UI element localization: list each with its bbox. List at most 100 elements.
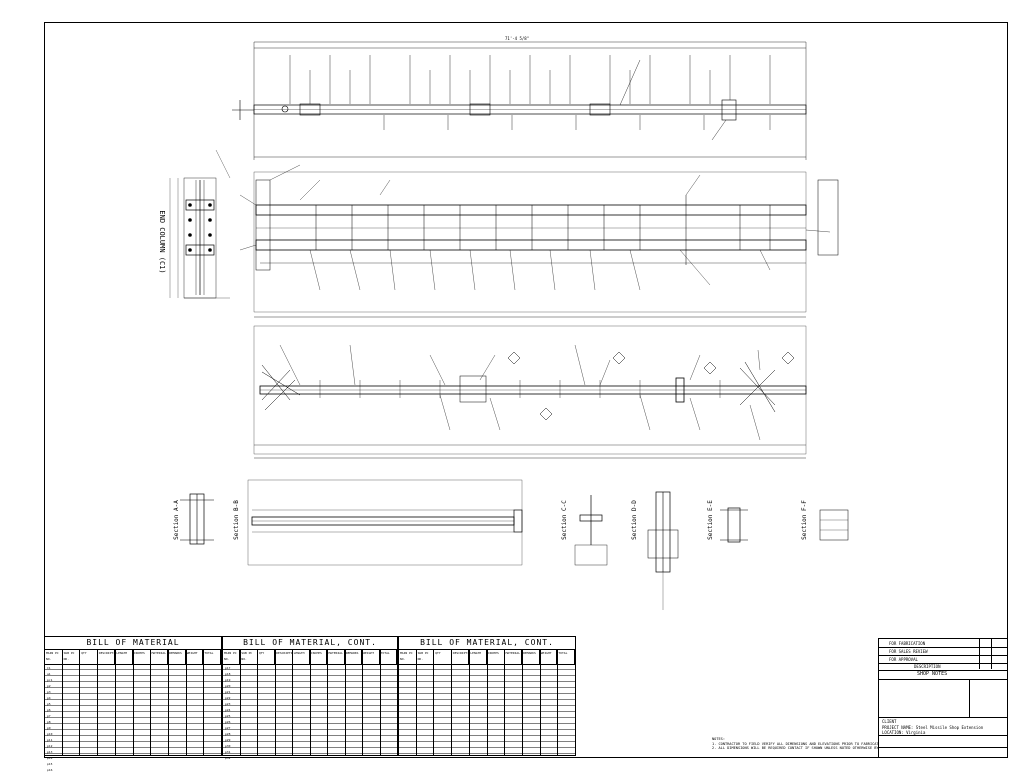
bill-of-material-2: BILL OF MATERIAL, CONT. MAIN PC NO. SUB … xyxy=(222,636,398,760)
bom-row-label: p8 xyxy=(47,720,51,724)
bom-header: INCHES xyxy=(310,650,328,664)
bom-row-label: p2 xyxy=(47,684,51,688)
section-e-label: Section E-E xyxy=(707,500,714,540)
bom-header-row: MAIN PC NO. SUB PC NO. QTY DESCRIPTION L… xyxy=(399,650,575,665)
note-line-1: 1. CONTRACTOR TO FIELD VERIFY ALL DIMENS… xyxy=(712,741,925,746)
end-view-label: END COLUMN (C1) xyxy=(158,210,166,273)
bom-header: QTY xyxy=(258,650,276,664)
bom-header: INCHES xyxy=(487,650,505,664)
bom-row-label: p31 xyxy=(225,750,231,754)
note-line-2: 2. ALL DIMENSIONS WILL BE REQUIRED CONTA… xyxy=(712,746,901,750)
top-overall-dimension: 71'-4 5/8" xyxy=(505,36,529,41)
bom-row-label: p25 xyxy=(225,714,231,718)
bom-header: WEIGHT xyxy=(362,650,380,664)
shop-notes-label: SHOP NOTES xyxy=(917,671,948,677)
bom-header: LENGTH xyxy=(115,650,133,664)
bom-row-label: p4 xyxy=(47,696,51,700)
bom-header-row: MAIN PC NO. SUB PC NO. QTY DESCRIPTION L… xyxy=(45,650,221,665)
general-notes: NOTES: 1. CONTRACTOR TO FIELD VERIFY ALL… xyxy=(712,737,924,751)
revision-2: FOR SALES REVIEW xyxy=(889,649,928,654)
bom-header: DESCRIPTION xyxy=(452,650,470,664)
section-f-label: Section F-F xyxy=(801,500,808,540)
bill-of-material-1: BILL OF MATERIAL MAIN PC NO. SUB PC NO. … xyxy=(44,636,222,772)
bom-header: TOTAL xyxy=(557,650,575,664)
bom-row-label: p19 xyxy=(225,678,231,682)
bom-header: INCHES xyxy=(133,650,151,664)
bom-title: BILL OF MATERIAL, CONT. xyxy=(223,637,397,650)
bom-row-label: p22 xyxy=(225,696,231,700)
bom-row-label: p29 xyxy=(225,738,231,742)
bom-row-label: p10 xyxy=(47,732,53,736)
bom-row-label: p26 xyxy=(225,720,231,724)
section-b-label: Section B-B xyxy=(233,500,240,540)
bom-row-label: pc1 xyxy=(47,678,53,682)
bom-header: REMARKS xyxy=(168,650,186,664)
bom-header-row: MAIN PC NO. SUB PC NO. QTY DESCRIPTION L… xyxy=(223,650,398,665)
bom-row-label: p11 xyxy=(47,738,53,742)
project-name: PROJECT NAME: Steel Missile Shop Extensi… xyxy=(882,725,984,730)
bom-header: LENGTH xyxy=(469,650,487,664)
bom-header: MAIN PC NO. xyxy=(399,650,417,664)
notes-heading: NOTES: xyxy=(712,737,725,741)
bom-row-label: p21 xyxy=(225,690,231,694)
bill-of-material-3: BILL OF MATERIAL, CONT. MAIN PC NO. SUB … xyxy=(398,636,576,756)
bom-header: MATERIAL xyxy=(151,650,169,664)
bom-row-label: p23 xyxy=(225,702,231,706)
bom-header: DESCRIPTION xyxy=(98,650,116,664)
project-location: LOCATION: Virginia xyxy=(882,730,926,735)
bom-title: BILL OF MATERIAL xyxy=(45,637,221,650)
bom-row-label: p6 xyxy=(47,708,51,712)
bom-header: MAIN PC NO. xyxy=(223,650,241,664)
bom-row-label: p5 xyxy=(47,702,51,706)
bom-row-label: p30 xyxy=(225,744,231,748)
bom-row-label: p3 xyxy=(47,690,51,694)
bom-row-label: p7 xyxy=(47,714,51,718)
bom-header: MATERIAL xyxy=(505,650,523,664)
bom-header: SUB PC NO. xyxy=(417,650,435,664)
client-label: CLIENT xyxy=(882,719,897,724)
bom-cells: p17 p18 p19 p20 p21 p22 p23 p24 p25 p26 p27 p28 p29 p… xyxy=(225,665,230,761)
bom-row-grid xyxy=(399,664,575,755)
bom-header: WEIGHT xyxy=(186,650,204,664)
bom-header: REMARKS xyxy=(522,650,540,664)
technical-drawing: 71'-4 5/8" xyxy=(158,36,849,610)
bom-row-grid xyxy=(45,664,221,755)
bom-row-label: a1 xyxy=(47,672,51,676)
sheet-border xyxy=(44,22,1008,758)
bom-header: TOTAL xyxy=(203,650,221,664)
bom-header: SUB PC NO. xyxy=(240,650,258,664)
revision-1: FOR FABRICATION xyxy=(889,641,926,646)
bom-row-label: p28 xyxy=(225,732,231,736)
revision-header: DESCRIPTION xyxy=(914,664,941,669)
bom-row-label: p17 xyxy=(225,666,231,670)
bom-row-label: p14 xyxy=(47,756,53,760)
bom-row-label: p12 xyxy=(47,744,53,748)
section-a-label: Section A-A xyxy=(173,500,180,540)
revision-3: FOR APPROVAL xyxy=(889,657,918,662)
bom-header: LENGTH xyxy=(293,650,311,664)
bom-row-label: p32 xyxy=(225,756,231,760)
section-c-label: Section C-C xyxy=(561,500,568,540)
bom-header: QTY xyxy=(80,650,98,664)
bom-row-label: p24 xyxy=(225,708,231,712)
bom-header: SUB PC NO. xyxy=(63,650,81,664)
bom-row-label: p15 xyxy=(47,762,53,766)
section-d-label: Section D-D xyxy=(631,500,638,540)
bom-row-label: C1 xyxy=(47,666,51,670)
bom-header: MATERIAL xyxy=(327,650,345,664)
bom-row-label: p18 xyxy=(225,672,231,676)
bom-header: REMARKS xyxy=(345,650,363,664)
bom-header: WEIGHT xyxy=(540,650,558,664)
bom-header: TOTAL xyxy=(380,650,398,664)
title-block: FOR FABRICATION FOR SALES REVIEW FOR APP… xyxy=(878,638,1008,758)
bom-header: QTY xyxy=(434,650,452,664)
bom-row-label: p27 xyxy=(225,726,231,730)
bom-header: MAIN PC NO. xyxy=(45,650,63,664)
bom-header: DESCRIPTION xyxy=(275,650,293,664)
bom-title: BILL OF MATERIAL, CONT. xyxy=(399,637,575,650)
bom-row-label: p13 xyxy=(47,750,53,754)
bom-row-grid xyxy=(223,664,397,755)
bom-row-label: p20 xyxy=(225,684,231,688)
